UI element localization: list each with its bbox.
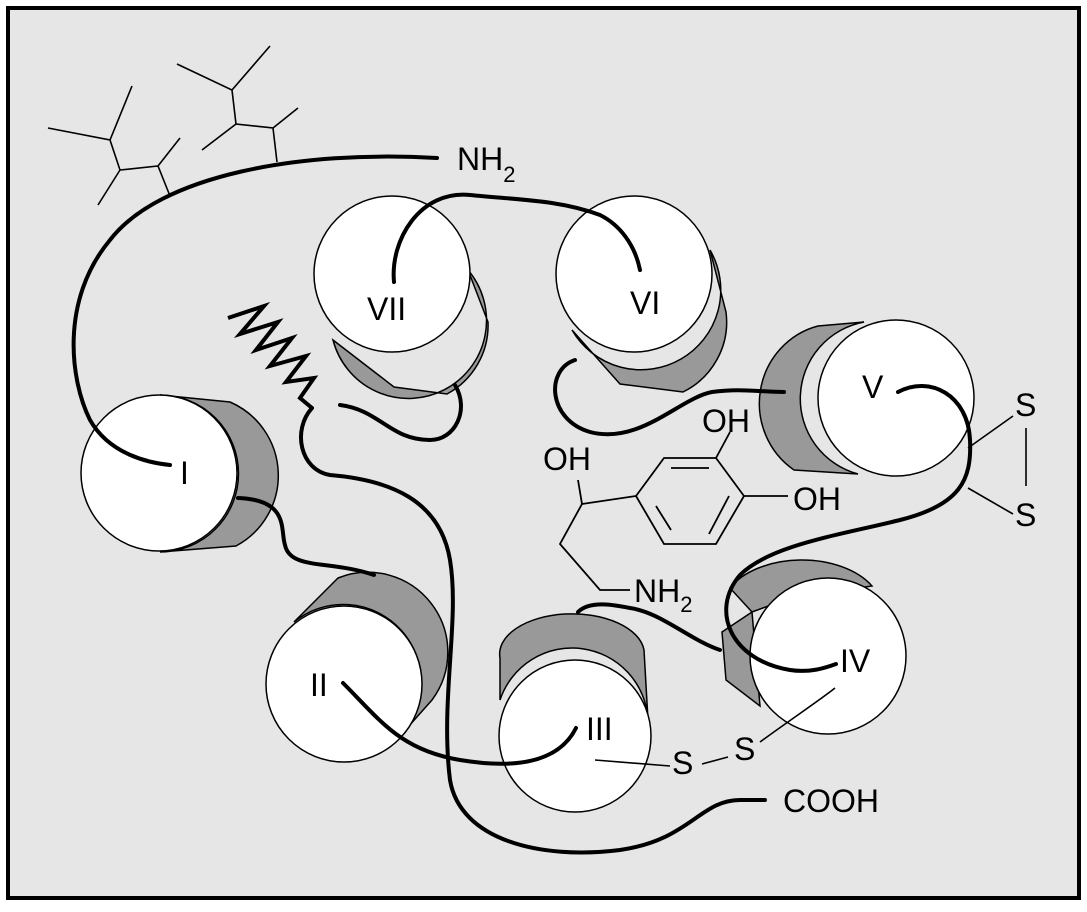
n-terminus-label: NH2	[457, 141, 515, 187]
disulfide-bonds	[594, 415, 1027, 767]
disulfide-s-right: S	[734, 731, 755, 767]
ligand-oh-ring-top: OH	[702, 403, 750, 439]
disulfide-s-top: S	[1015, 387, 1036, 423]
ligand-side-chain	[558, 479, 637, 591]
disulfide-s-left: S	[672, 745, 693, 781]
helix-vi	[555, 195, 728, 393]
helix-label-iii: III	[586, 711, 613, 747]
ligand-amine-label: NH2	[634, 573, 692, 617]
disulfide-s-bottom: S	[1015, 497, 1036, 533]
helix-v	[758, 319, 975, 477]
c-terminus-label: COOH	[783, 783, 879, 819]
palmitoyl-zigzag-icon	[227, 301, 319, 410]
helix-label-ii: II	[310, 667, 328, 703]
helix-i	[80, 394, 280, 553]
helix-label-iv: IV	[840, 643, 871, 679]
helix-label-vii: VII	[367, 291, 406, 327]
helix-label-i: I	[180, 455, 189, 491]
catechol-ring-icon	[634, 431, 788, 545]
helix-label-vi: VI	[630, 285, 660, 321]
helix-iii	[498, 613, 652, 813]
glycan-tree-icon	[47, 45, 299, 206]
polypeptide-chain	[71, 154, 973, 855]
ligand-oh-ring-right: OH	[793, 481, 841, 517]
helix-label-v: V	[862, 369, 884, 405]
ligand-oh-side: OH	[543, 441, 591, 477]
